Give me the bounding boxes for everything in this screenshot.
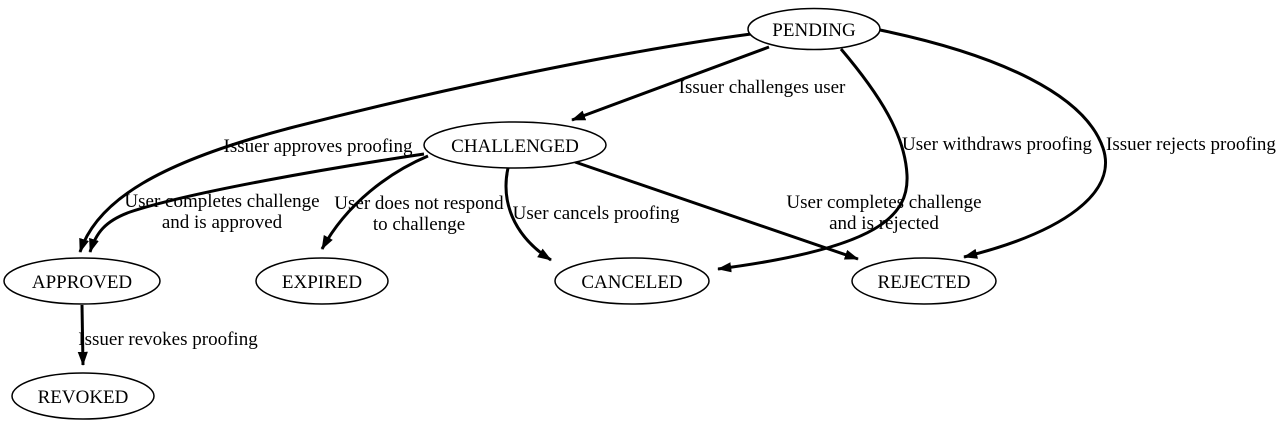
edge-pending-rejected: Issuer rejects proofing	[879, 28, 1276, 259]
edge-label-user-does-not-respond-line1: User does not respond	[334, 193, 504, 214]
edge-challenged-rejected: User completes challenge and is rejected	[574, 160, 982, 261]
edge-pending-approved-path	[78, 32, 752, 253]
node-rejected-label: REJECTED	[878, 272, 971, 293]
node-pending: PENDING	[747, 7, 881, 51]
edge-label-user-does-not-respond-line2: to challenge	[373, 214, 465, 235]
edge-challenged-approved: User completes challenge and is approved	[88, 152, 425, 253]
edge-label-issuer-rejects-proofing: Issuer rejects proofing	[1106, 134, 1276, 155]
edge-label-user-cancels-proofing: User cancels proofing	[513, 203, 680, 224]
edge-label-user-completes-challenge-rejected-line1: User completes challenge	[786, 192, 981, 213]
node-canceled-label: CANCELED	[581, 272, 682, 293]
node-approved-ellipse	[3, 257, 161, 305]
node-expired-ellipse	[255, 257, 389, 305]
edge-challenged-approved-path	[88, 152, 425, 253]
edge-label-user-completes-challenge-approved-line1: User completes challenge	[124, 191, 319, 212]
edge-challenged-canceled: User cancels proofing	[504, 167, 680, 262]
node-challenged: CHALLENGED	[423, 121, 607, 169]
node-canceled: CANCELED	[554, 257, 710, 305]
edge-label-issuer-challenges-user: Issuer challenges user	[679, 77, 846, 98]
edge-approved-revoked-path	[77, 304, 88, 366]
edge-challenged-canceled-path	[504, 167, 552, 262]
node-expired-label: EXPIRED	[282, 272, 362, 293]
edge-label-user-completes-challenge-rejected-line2: and is rejected	[829, 213, 939, 234]
edge-label-issuer-revokes-proofing: Issuer revokes proofing	[78, 329, 258, 350]
node-revoked-ellipse	[11, 372, 155, 420]
node-pending-ellipse	[747, 7, 881, 51]
node-approved-label: APPROVED	[32, 272, 132, 293]
node-rejected: REJECTED	[851, 257, 997, 305]
node-challenged-label: CHALLENGED	[451, 136, 579, 157]
edge-challenged-expired: User does not respond to challenge	[320, 154, 504, 250]
edge-pending-rejected-path	[879, 28, 1107, 259]
node-canceled-ellipse	[554, 257, 710, 305]
edge-label-user-completes-challenge-approved-line2: and is approved	[162, 212, 283, 233]
node-approved: APPROVED	[3, 257, 161, 305]
edge-pending-approved: Issuer approves proofing	[78, 32, 752, 253]
node-pending-label: PENDING	[772, 20, 856, 41]
edge-pending-challenged-path	[571, 45, 770, 122]
edge-challenged-expired-path	[320, 154, 429, 250]
node-challenged-ellipse	[423, 121, 607, 169]
edge-challenged-rejected-path	[574, 160, 859, 261]
node-rejected-ellipse	[851, 257, 997, 305]
edge-pending-challenged: Issuer challenges user	[571, 45, 846, 122]
node-expired: EXPIRED	[255, 257, 389, 305]
node-revoked-label: REVOKED	[38, 387, 129, 408]
edge-label-user-withdraws-proofing: User withdraws proofing	[902, 134, 1092, 155]
edge-label-issuer-approves-proofing: Issuer approves proofing	[224, 136, 413, 157]
node-revoked: REVOKED	[11, 372, 155, 420]
edge-approved-revoked: Issuer revokes proofing	[77, 304, 258, 366]
